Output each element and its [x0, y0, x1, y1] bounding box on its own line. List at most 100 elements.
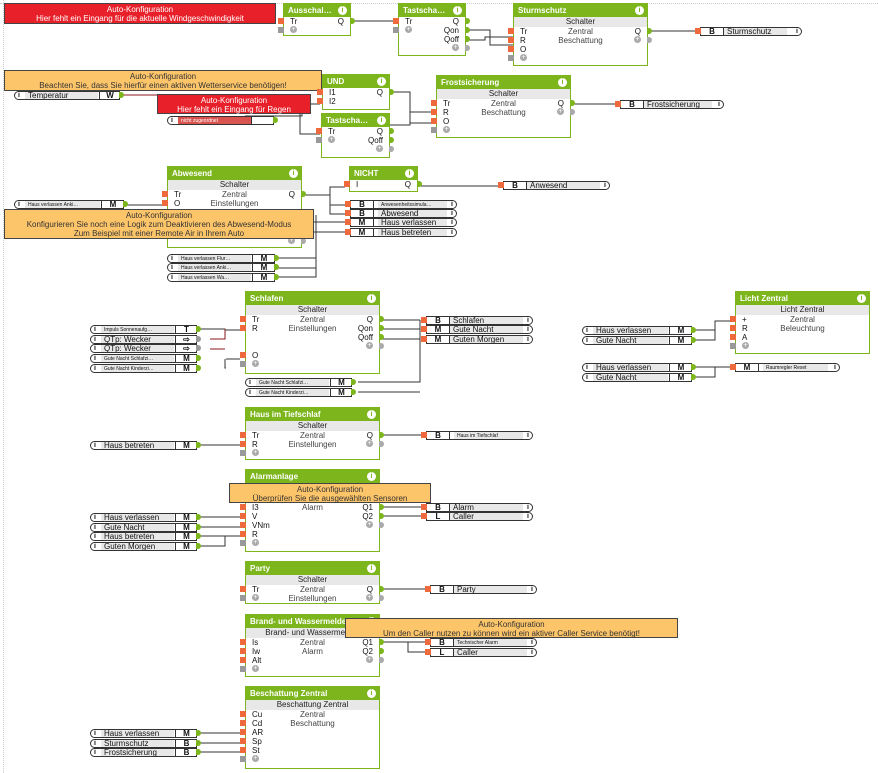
input-pin[interactable]: [240, 657, 246, 663]
info-icon[interactable]: i: [94, 514, 96, 521]
add-input-pin[interactable]: [316, 137, 322, 143]
info-icon[interactable]: i: [367, 410, 376, 419]
output-pin[interactable]: [196, 749, 201, 755]
input-pin[interactable]: [240, 522, 246, 528]
info-icon[interactable]: i: [405, 169, 414, 178]
add-input-pin[interactable]: [278, 27, 284, 33]
add-input-icon[interactable]: +: [443, 126, 450, 133]
info-icon[interactable]: i: [94, 345, 96, 352]
block-brand-wassermelder[interactable]: Brand- und Wassermelde…i Brand- und Wass…: [240, 614, 384, 677]
info-icon[interactable]: i: [94, 365, 96, 372]
output-pin[interactable]: [647, 37, 652, 43]
info-icon[interactable]: i: [531, 586, 533, 593]
input-qtp-wecker-2[interactable]: i QTp: Wecker ⇨: [90, 344, 201, 353]
input-beschattung-frostsicherung[interactable]: i Frostsicherung B: [90, 748, 201, 757]
input-haus-verlassen-flur[interactable]: i Haus verlassen Flur… M: [167, 254, 279, 263]
input-raumregler-haus-verlassen[interactable]: i Haus verlassen M: [582, 363, 696, 372]
add-input-pin[interactable]: [240, 595, 246, 601]
output-pin[interactable]: [691, 374, 696, 380]
output-pin[interactable]: [350, 18, 355, 24]
output-pin[interactable]: [379, 513, 384, 519]
add-input-icon[interactable]: +: [252, 594, 259, 601]
output-pin[interactable]: [691, 327, 696, 333]
info-icon[interactable]: i: [451, 210, 453, 217]
input-pin[interactable]: [498, 182, 504, 188]
output-pin[interactable]: [379, 657, 384, 663]
add-output-icon[interactable]: +: [376, 145, 383, 152]
add-output-icon[interactable]: +: [452, 44, 459, 51]
input-pin[interactable]: [730, 364, 736, 370]
input-pin[interactable]: [240, 441, 246, 447]
output-anwesenheitssimulation[interactable]: B Anwesenheitssimula… i: [345, 200, 457, 209]
output-pin[interactable]: [196, 365, 201, 371]
input-pin[interactable]: [393, 18, 399, 24]
output-frostsicherung[interactable]: B Frostsicherung i: [615, 100, 724, 109]
output-pin[interactable]: [389, 146, 394, 152]
output-pin[interactable]: [379, 648, 384, 654]
output-abwesend[interactable]: B Abwesend i: [345, 209, 457, 218]
input-pin[interactable]: [730, 316, 736, 322]
input-alarm-gute-nacht[interactable]: i Gute Nacht M: [90, 523, 201, 532]
input-pin[interactable]: [431, 109, 437, 115]
info-icon[interactable]: i: [586, 327, 588, 334]
input-pin[interactable]: [162, 200, 168, 206]
info-icon[interactable]: i: [527, 504, 529, 511]
output-pin[interactable]: [379, 639, 384, 645]
output-pin[interactable]: [274, 264, 279, 270]
output-pin[interactable]: [196, 336, 201, 342]
input-pin[interactable]: [240, 711, 246, 717]
add-input-icon[interactable]: +: [328, 136, 335, 143]
output-pin[interactable]: [274, 274, 279, 280]
info-icon[interactable]: i: [451, 219, 453, 226]
output-pin[interactable]: [379, 522, 384, 528]
info-icon[interactable]: i: [527, 432, 529, 439]
input-pin[interactable]: [240, 720, 246, 726]
input-pin[interactable]: [278, 18, 284, 24]
add-input-icon[interactable]: +: [252, 665, 259, 672]
input-alarm-guten-morgen[interactable]: i Guten Morgen M: [90, 542, 201, 551]
info-icon[interactable]: i: [94, 730, 96, 737]
input-pin[interactable]: [345, 201, 351, 207]
add-input-pin[interactable]: [431, 127, 437, 133]
input-alarm-haus-betreten[interactable]: i Haus betreten M: [90, 532, 201, 541]
info-icon[interactable]: i: [249, 379, 251, 386]
input-beschattung-sturmschutz[interactable]: i Sturmschutz B: [90, 739, 201, 748]
info-icon[interactable]: i: [586, 364, 588, 371]
input-beschattung-haus-verlassen[interactable]: i Haus verlassen M: [90, 729, 201, 738]
output-haus-verlassen[interactable]: M Haus verlassen i: [345, 218, 457, 227]
output-pin[interactable]: [196, 740, 201, 746]
input-impuls-sonnenaufgang[interactable]: i Impuls Sonnenaufg… T: [90, 325, 201, 334]
info-icon[interactable]: i: [171, 117, 173, 124]
output-pin[interactable]: [119, 92, 124, 98]
info-icon[interactable]: i: [586, 374, 588, 381]
info-icon[interactable]: i: [94, 524, 96, 531]
output-schlafen[interactable]: B Schlafen i: [421, 316, 533, 325]
input-pin[interactable]: [240, 648, 246, 654]
output-pin[interactable]: [196, 355, 201, 361]
output-pin[interactable]: [196, 326, 201, 332]
info-icon[interactable]: i: [94, 533, 96, 540]
output-party[interactable]: B Party i: [425, 585, 537, 594]
add-input-pin[interactable]: [730, 343, 736, 349]
output-pin[interactable]: [379, 343, 384, 349]
input-pin[interactable]: [421, 504, 427, 510]
input-licht-haus-verlassen[interactable]: i Haus verlassen M: [582, 326, 696, 335]
input-pin[interactable]: [421, 432, 427, 438]
input-pin[interactable]: [421, 336, 427, 342]
info-icon[interactable]: i: [367, 564, 376, 573]
input-pin[interactable]: [240, 432, 246, 438]
add-output-icon[interactable]: +: [634, 36, 641, 43]
info-icon[interactable]: i: [451, 229, 453, 236]
input-pin[interactable]: [431, 100, 437, 106]
info-icon[interactable]: i: [531, 639, 533, 646]
add-input-pin[interactable]: [240, 361, 246, 367]
info-icon[interactable]: i: [94, 740, 96, 747]
input-pin[interactable]: [345, 210, 351, 216]
output-pin[interactable]: [301, 238, 306, 244]
info-icon[interactable]: i: [635, 6, 644, 15]
